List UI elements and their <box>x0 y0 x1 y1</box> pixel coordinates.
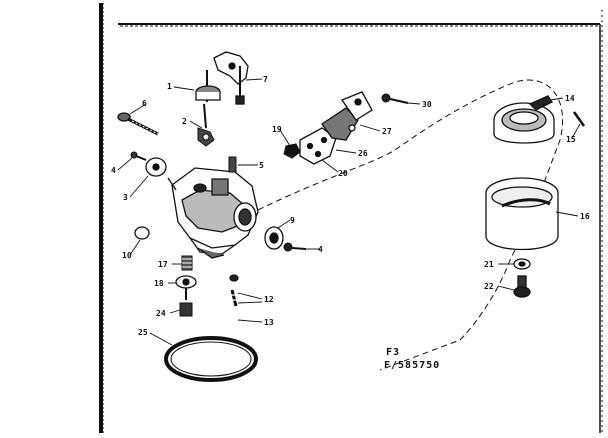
figure-code: F3 <box>386 347 400 358</box>
callout-22: 22 <box>484 282 494 291</box>
part-3-disc <box>145 157 167 177</box>
callout-19: 19 <box>272 125 282 134</box>
part-4-right-screw <box>283 242 307 252</box>
callout-labels: 1 7 2 6 4 3 5 10 9 4 19 20 26 27 30 14 1… <box>111 75 590 337</box>
figure-code-block: F3 F/585750 <box>384 347 440 371</box>
callout-27: 27 <box>382 127 392 136</box>
part-19-nut <box>283 143 301 159</box>
part-6-screw <box>117 112 159 136</box>
part-26-27-bracket <box>321 91 373 141</box>
callout-20: 20 <box>338 169 348 178</box>
part-24-screw <box>179 302 193 317</box>
part-15-pin <box>572 111 586 127</box>
carburetor-body <box>167 167 259 259</box>
callout-30: 30 <box>422 100 432 109</box>
part-20-gasket <box>299 127 337 165</box>
callout-26: 26 <box>358 149 368 158</box>
callout-4-right: 4 <box>318 245 323 254</box>
part-9-disc <box>264 226 284 250</box>
part-17-spring <box>181 255 193 271</box>
part-25-oring <box>164 336 258 382</box>
part-18-needle <box>175 275 197 300</box>
part-4-left-screw <box>130 151 147 161</box>
assembly-dashed-loop <box>257 79 564 371</box>
part-number: F/585750 <box>384 360 440 371</box>
callout-10: 10 <box>122 251 132 260</box>
callout-2: 2 <box>182 117 187 126</box>
callout-17: 17 <box>158 260 168 269</box>
part-16-float-bowl <box>485 177 559 251</box>
callout-3: 3 <box>123 193 128 202</box>
callout-14: 14 <box>565 94 575 103</box>
callout-5: 5 <box>259 161 264 170</box>
callout-9: 9 <box>290 216 295 225</box>
callout-4-left: 4 <box>111 166 116 175</box>
part-5-pin <box>228 156 237 173</box>
callout-24: 24 <box>156 309 166 318</box>
callout-18: 18 <box>154 279 164 288</box>
part-2-screw <box>197 127 215 147</box>
part-12-13-set <box>229 274 239 307</box>
page-border <box>99 3 603 433</box>
part-10-ring <box>134 226 150 240</box>
callout-21: 21 <box>484 260 494 269</box>
part-30-screw <box>381 93 409 104</box>
part-14-bowl-cover <box>493 95 555 144</box>
callout-7: 7 <box>263 75 268 84</box>
callout-1: 1 <box>167 82 172 91</box>
callout-15: 15 <box>566 135 576 144</box>
callout-13: 13 <box>264 318 274 327</box>
part-22-bolt <box>513 275 531 298</box>
callout-25: 25 <box>138 328 148 337</box>
part-21-washer <box>513 258 531 270</box>
throttle-plate-assembly <box>195 51 249 129</box>
callout-12: 12 <box>264 295 274 304</box>
callout-6: 6 <box>142 99 147 108</box>
callout-16: 16 <box>580 212 590 221</box>
leader-lines <box>117 78 581 346</box>
